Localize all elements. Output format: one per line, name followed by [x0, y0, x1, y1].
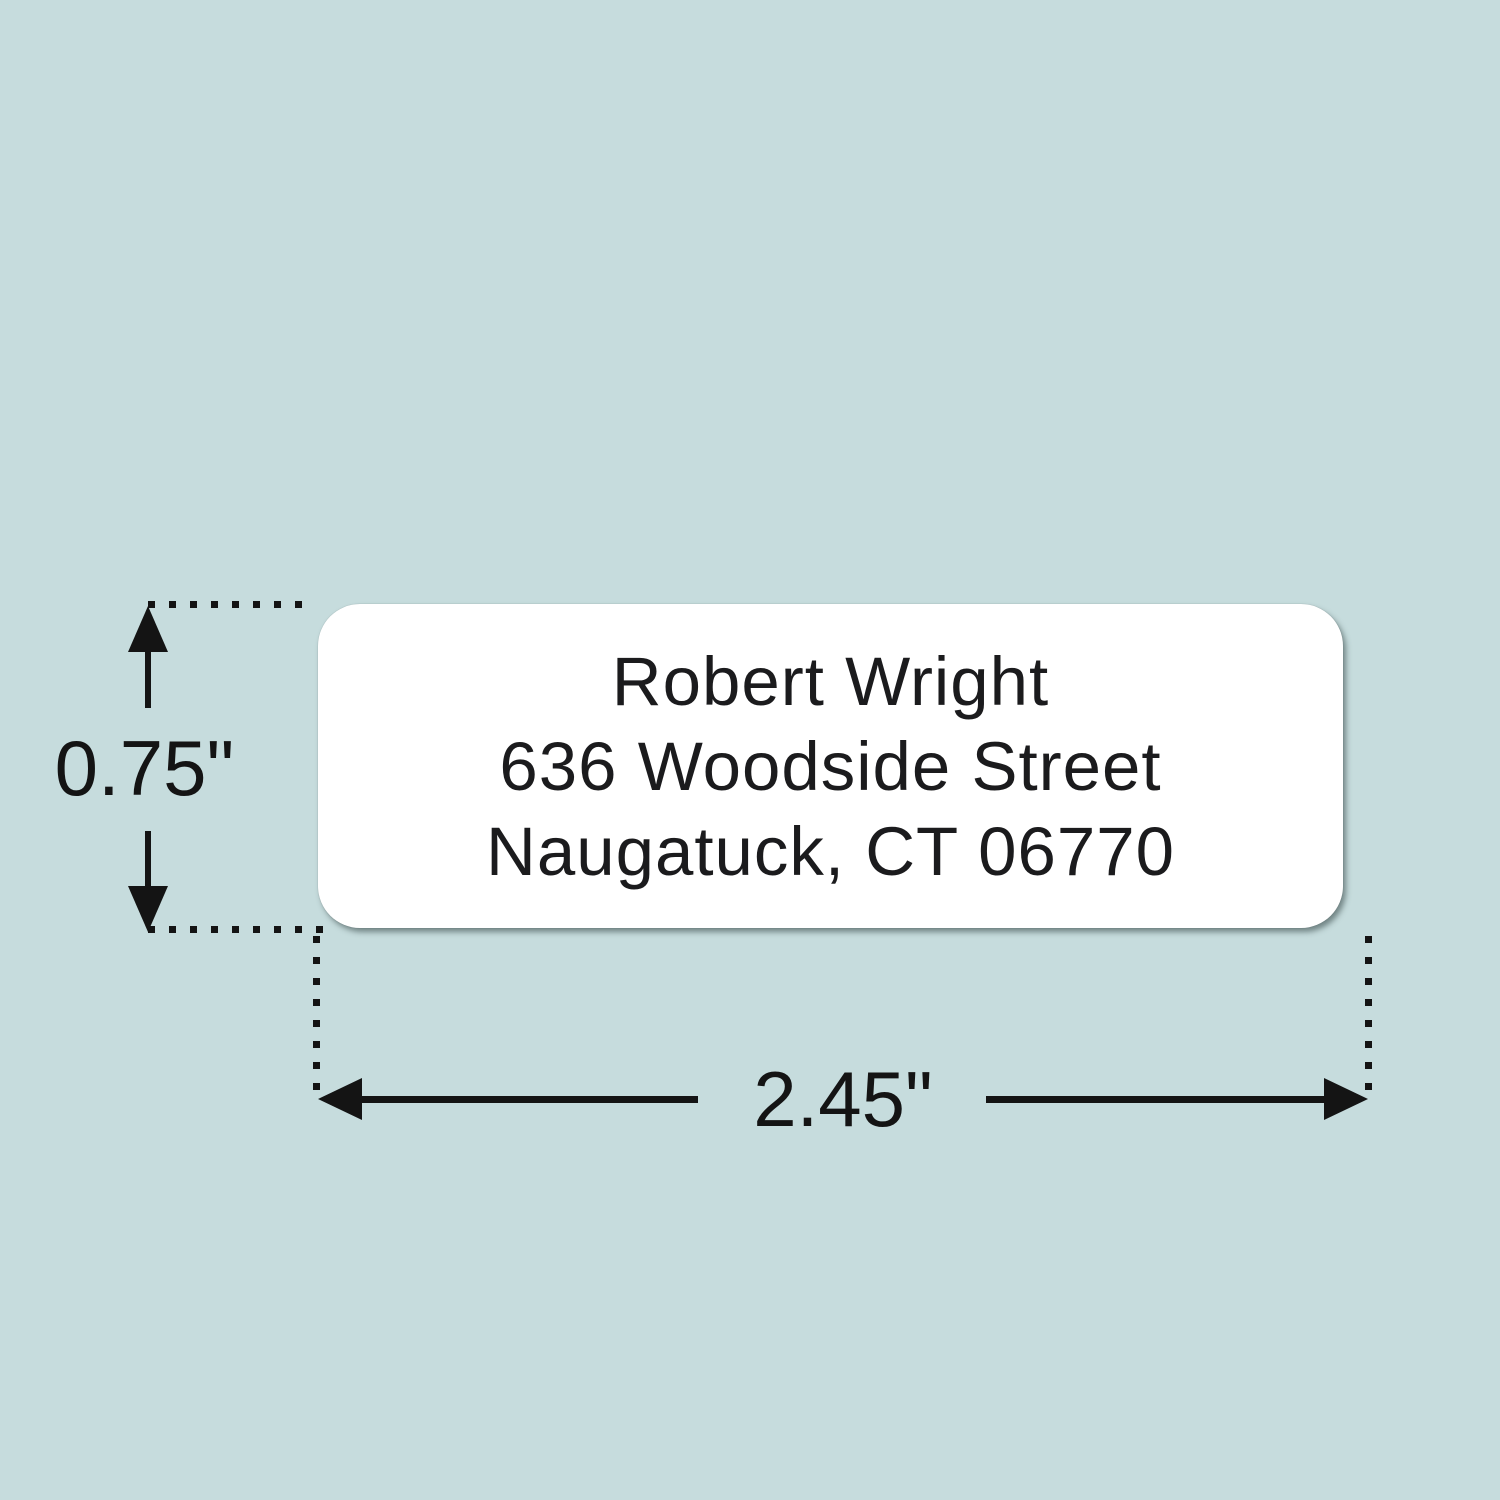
width-dimension-value: 2.45" [753, 1055, 933, 1143]
address-label-sticker: Robert Wright 636 Woodside Street Naugat… [318, 604, 1343, 928]
extension-line-left [313, 936, 320, 1092]
address-line-name: Robert Wright [611, 642, 1050, 720]
address-line-city: Naugatuck, CT 06770 [486, 812, 1175, 890]
arrow-right-shaft [986, 1096, 1326, 1103]
arrow-down-shaft [145, 831, 151, 889]
extension-line-bottom [148, 926, 323, 933]
arrow-right-icon [1324, 1078, 1368, 1120]
address-line-street: 636 Woodside Street [499, 727, 1162, 805]
extension-line-top [148, 601, 310, 608]
arrow-left-shaft [358, 1096, 698, 1103]
extension-line-right [1365, 936, 1372, 1092]
arrow-left-icon [318, 1078, 362, 1120]
height-dimension-value: 0.75" [54, 724, 235, 812]
arrow-up-shaft [145, 650, 151, 708]
arrow-down-icon [128, 886, 168, 932]
arrow-up-icon [128, 606, 168, 652]
